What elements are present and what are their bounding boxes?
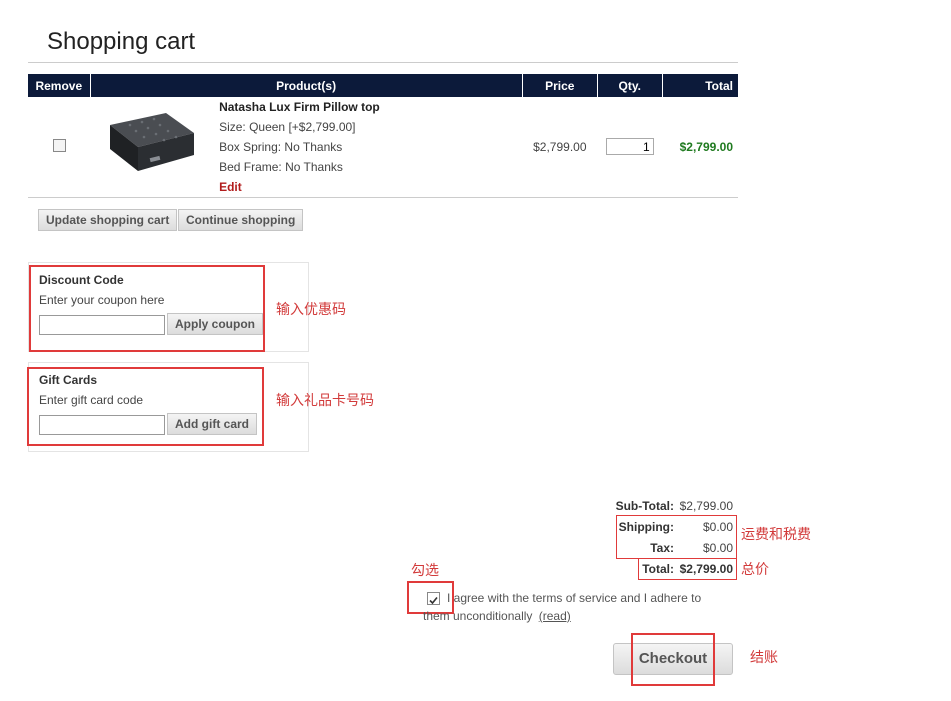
total-highlight [638,558,737,580]
gift-highlight [27,367,264,446]
total-value: $2,799.00 [679,562,733,576]
page-title: Shopping cart [47,28,196,55]
gift-annotation: 输入礼品卡号码 [276,392,374,408]
cart-header-row: Remove Product(s) Price Qty. Total [28,74,738,97]
check-annotation: 勾选 [411,562,439,578]
discount-hint: Enter your coupon here [39,293,165,307]
header-total: Total [662,74,738,97]
product-box-spring: Box Spring: No Thanks [219,140,343,155]
checkout-highlight [631,633,715,686]
mattress-image [110,113,195,172]
continue-shopping-button[interactable]: Continue shopping [178,209,304,231]
gift-hint: Enter gift card code [39,393,144,407]
item-price: $2,799.00 [533,139,587,154]
update-cart-button[interactable]: Update shopping cart [38,209,178,231]
tax-value: $0.00 [702,541,733,555]
terms-read-link[interactable]: (read) [538,609,571,623]
shipping-tax-highlight [616,515,737,559]
cart-item-row: Natasha Lux Firm Pillow top Size: Queen … [28,97,738,197]
gift-card-box: Gift Cards Enter gift card code Add gift… [28,362,309,452]
subtotal-value: $2,799.00 [679,499,733,513]
coupon-highlight [29,265,265,352]
discount-title: Discount Code [39,273,124,287]
checkmark-icon [429,596,438,605]
product-image[interactable] [104,111,204,181]
product-details: Natasha Lux Firm Pillow top Size: Queen … [219,98,380,194]
gift-card-input[interactable] [39,415,165,435]
terms-line2: them unconditionally (read) [423,609,571,623]
product-bed-frame: Bed Frame: No Thanks [219,160,343,175]
tax-label: Tax: [650,541,674,555]
item-total: $2,799.00 [679,139,733,154]
shipping-value: $0.00 [702,520,733,534]
remove-checkbox[interactable] [52,138,66,152]
header-products: Product(s) [90,74,523,97]
header-qty: Qty. [597,74,663,97]
edit-link[interactable]: Edit [219,180,242,195]
coupon-annotation: 输入优惠码 [276,301,346,317]
title-divider [28,62,738,63]
checkbox-highlight [407,581,454,614]
header-price: Price [522,74,598,97]
product-name[interactable]: Natasha Lux Firm Pillow top [219,100,380,115]
total-annotation: 总价 [741,561,769,577]
coupon-input[interactable] [39,315,165,335]
cart-table: Remove Product(s) Price Qty. Total [28,74,738,198]
product-size: Size: Queen [+$2,799.00] [219,120,356,135]
apply-coupon-button[interactable]: Apply coupon [167,313,263,335]
gift-title: Gift Cards [39,373,98,387]
terms-checkbox[interactable] [427,592,440,605]
shipping-label: Shipping: [618,520,674,534]
header-remove: Remove [28,74,91,97]
add-gift-card-button[interactable]: Add gift card [167,413,257,435]
checkout-annotation: 结账 [750,649,778,665]
subtotal-label: Sub-Total: [615,499,674,513]
terms-line1: I agree with the terms of service and I … [447,591,702,605]
total-label: Total: [642,562,674,576]
quantity-input[interactable] [605,138,654,156]
shipping-tax-annotation: 运费和税费 [741,526,811,542]
terms-text: them unconditionally [423,609,533,623]
